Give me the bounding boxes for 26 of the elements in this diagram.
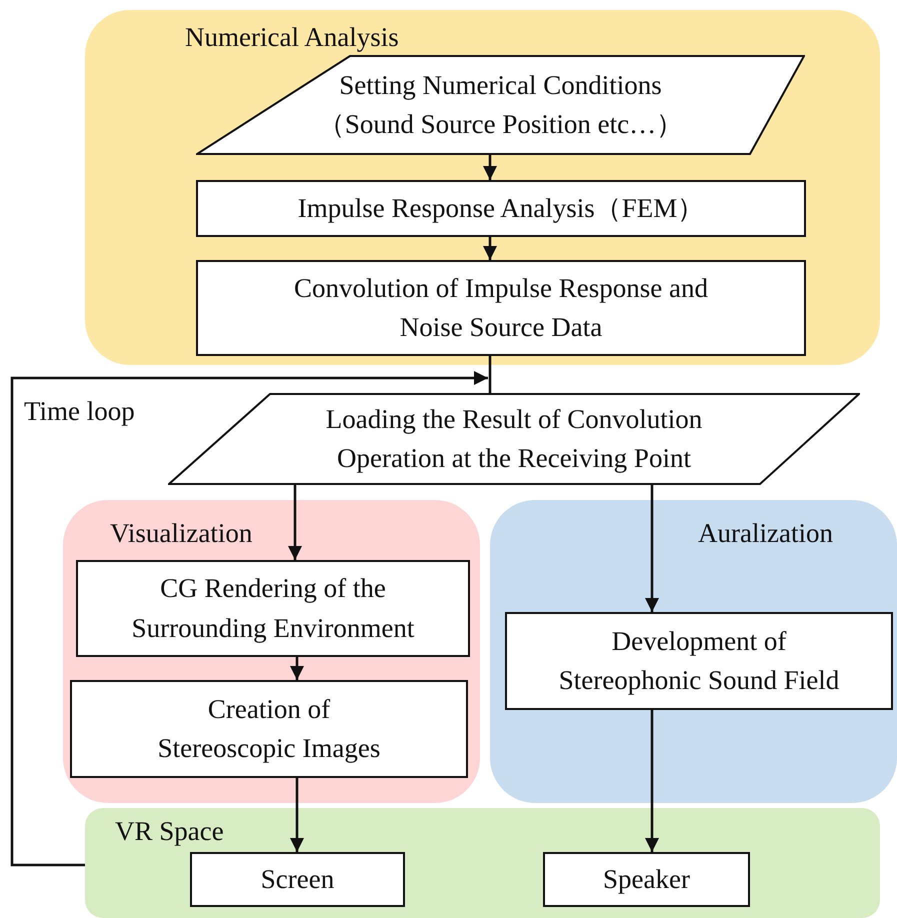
group-panel [85,808,880,918]
output-box: Screen [190,852,405,907]
arrow [10,371,488,866]
process-box: Development of Stereophonic Sound Field [505,612,893,710]
arrow [483,155,497,180]
group-panel [63,500,480,803]
group-title: Auralization [698,520,833,547]
arrow [483,237,497,260]
process-box: Impulse Response Analysis（FEM） [196,180,806,237]
group-panel [490,500,897,803]
process-box: CG Rendering of the Surrounding Environment [76,560,470,657]
arrow [290,657,304,680]
input-parallelogram: Setting Numerical Conditions （Sound Source Position etc…） [196,55,805,155]
edge-label: Time loop [24,398,135,425]
arrow [645,710,659,852]
process-box: Convolution of Impulse Response and Noise Source Data [196,260,806,356]
group-title: Visualization [110,520,252,547]
group-panel [85,10,880,365]
input-parallelogram: Loading the Result of Convolution Operation at the Receiving Point [168,393,860,485]
output-box: Speaker [543,852,750,907]
group-title: VR Space [115,818,224,845]
arrow [288,485,302,560]
arrow [645,485,659,612]
group-title: Numerical Analysis [185,24,399,51]
arrow [290,778,304,852]
process-box: Creation of Stereoscopic Images [70,680,468,778]
